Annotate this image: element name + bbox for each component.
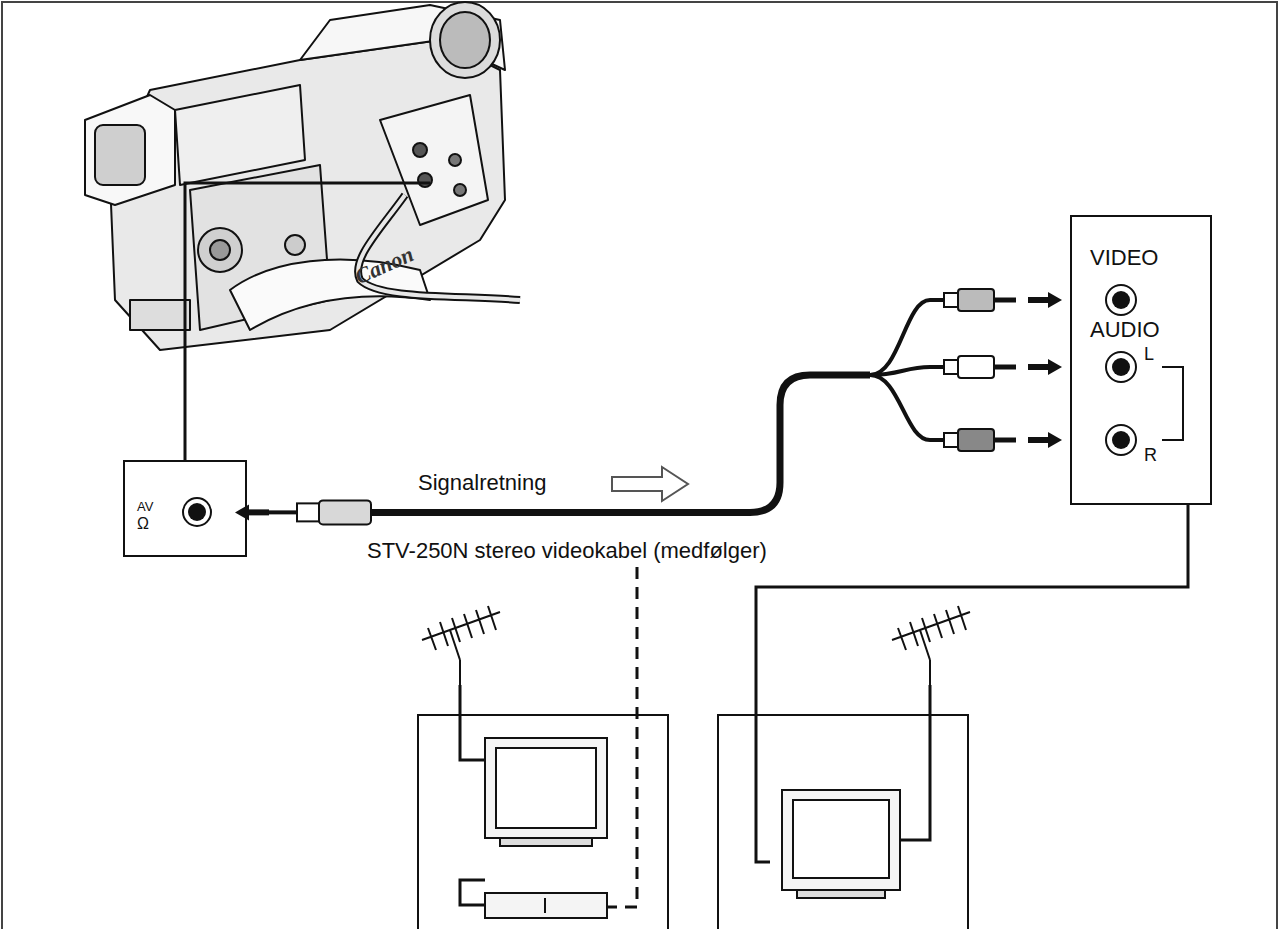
- leader-line: [185, 183, 430, 460]
- channel-label: L: [1144, 345, 1154, 363]
- headphone-symbol: Ω: [137, 516, 149, 532]
- camcorder-cable: [358, 195, 520, 300]
- signal-direction-arrow: [612, 467, 688, 501]
- antenna: [422, 606, 970, 685]
- cable-label: STV-250N stereo videokabel (medfølger): [365, 540, 769, 562]
- channel-label: R: [1144, 446, 1157, 464]
- tv-right: [718, 685, 968, 929]
- av-jack: [183, 498, 211, 526]
- tv-input-panel: VIDEO AUDIO L R: [1070, 215, 1212, 505]
- tv-left: [418, 685, 668, 929]
- jack-box: AV Ω: [123, 460, 247, 557]
- signal-name: VIDEO: [1090, 247, 1158, 269]
- port-label: AV: [137, 500, 153, 513]
- tv-wiring: [605, 505, 1188, 907]
- signal-direction: Signalretning: [418, 472, 546, 494]
- signal-name: AUDIO: [1090, 319, 1160, 341]
- panel-jacks: [1106, 285, 1183, 455]
- av-cable: [235, 289, 1062, 524]
